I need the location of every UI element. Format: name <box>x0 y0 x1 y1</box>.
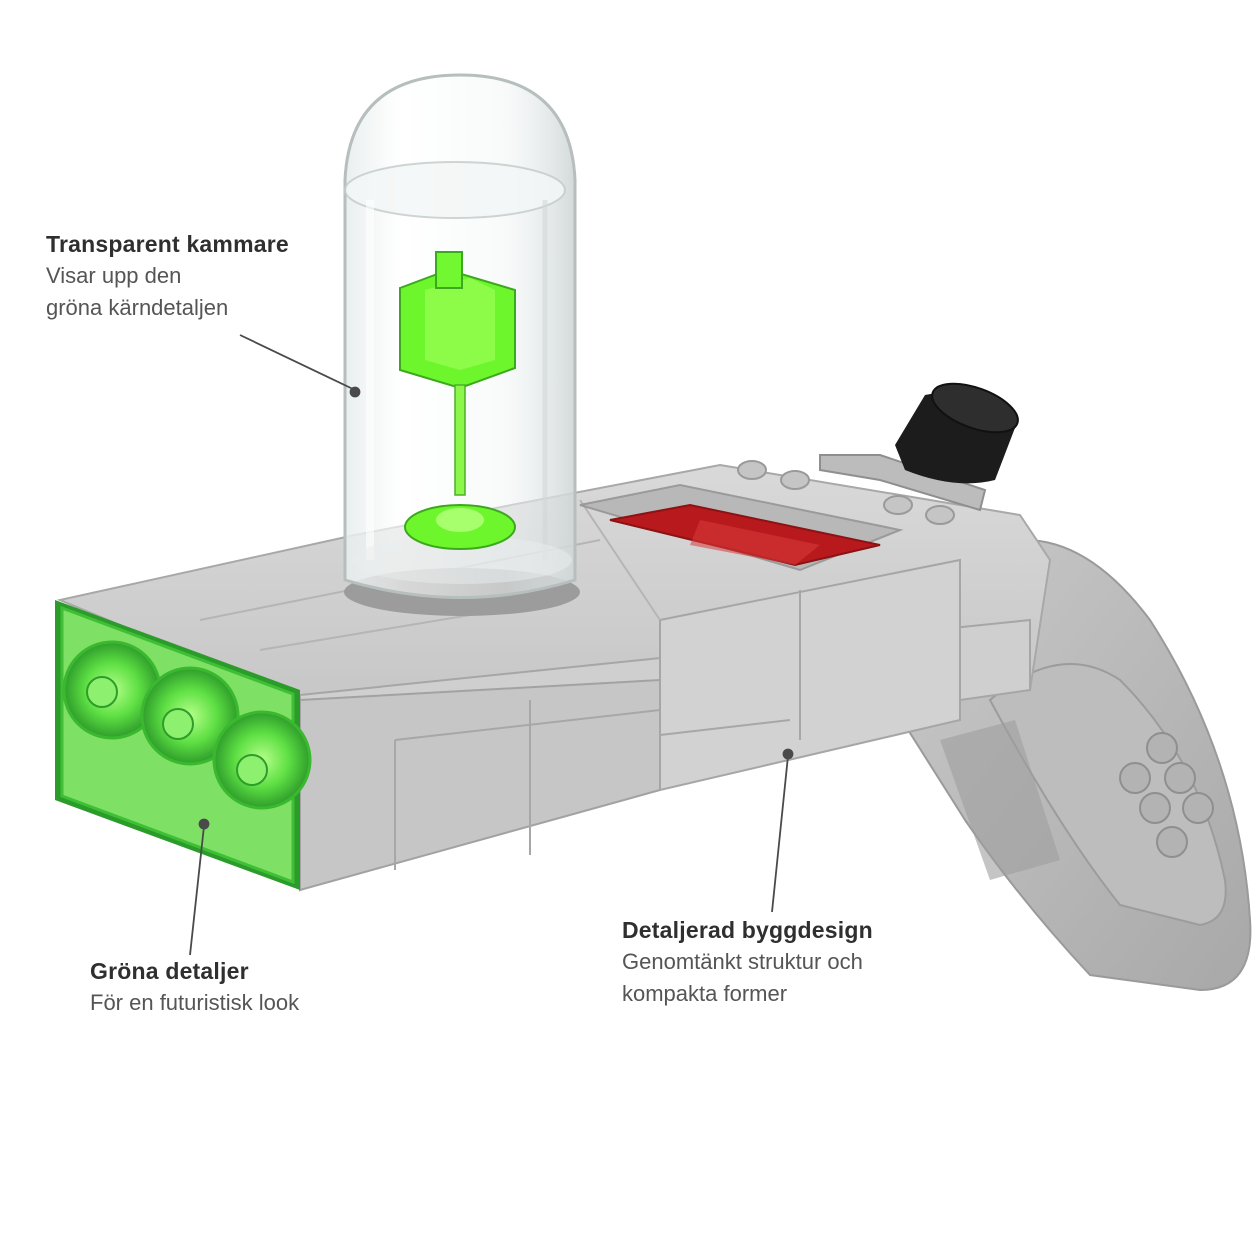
callout-leaders <box>189 334 794 956</box>
callout-detailed-design: Detaljerad byggdesign Genomtänkt struktu… <box>622 914 952 1010</box>
green-emitter <box>55 600 312 890</box>
callout-title: Gröna detaljer <box>90 958 249 984</box>
handle-studs <box>1119 732 1214 858</box>
black-knob <box>895 382 1019 484</box>
callout-title: Detaljerad byggdesign <box>622 917 873 943</box>
green-lens-middle <box>140 666 240 766</box>
green-lens-left <box>62 640 162 740</box>
rear-bracket <box>819 454 987 512</box>
callout-title: Transparent kammare <box>46 231 289 257</box>
red-panel <box>579 483 904 572</box>
callout-line: För en futuristisk look <box>90 990 300 1015</box>
callout-line: gröna kärndetaljen <box>46 295 229 320</box>
callout-line: Visar upp den <box>46 263 182 288</box>
callout-line: Genomtänkt struktur och <box>622 949 863 974</box>
top-studs <box>737 460 955 525</box>
callout-line: kompakta former <box>622 981 788 1006</box>
callout-transparent-chamber: Transparent kammare Visar upp den gröna … <box>46 228 366 324</box>
green-lens-right <box>212 710 312 810</box>
callout-green-details: Gröna detaljer För en futuristisk look <box>90 955 390 1019</box>
green-core <box>399 251 516 550</box>
